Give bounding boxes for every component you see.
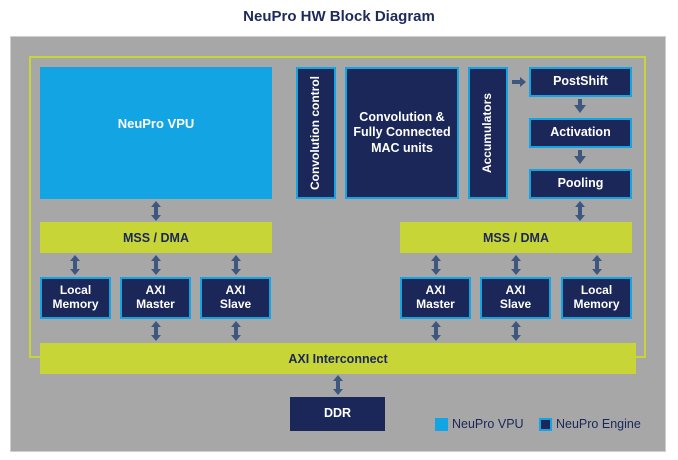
left-axi-slave-block: AXI Slave <box>200 277 271 319</box>
ddr-block: DDR <box>290 397 385 431</box>
accumulators-block: Accumulators <box>468 67 508 199</box>
diagram-title: NeuPro HW Block Diagram <box>243 8 435 25</box>
right-local-memory-block: Local Memory <box>561 277 632 319</box>
neupro-vpu-block: NeuPro VPU <box>40 67 272 199</box>
mac-units-block: Convolution & Fully Connected MAC units <box>345 67 459 199</box>
pooling-block: Pooling <box>529 169 632 199</box>
legend-vpu-label: NeuPro VPU <box>452 417 524 431</box>
convolution-control-block: Convolution control <box>296 67 336 199</box>
axi-interconnect-bar: AXI Interconnect <box>40 343 636 374</box>
legend-vpu-swatch <box>435 418 448 431</box>
postshift-block: PostShift <box>529 67 632 97</box>
legend-engine-label: NeuPro Engine <box>556 417 641 431</box>
left-axi-master-block: AXI Master <box>120 277 191 319</box>
right-axi-master-block: AXI Master <box>400 277 471 319</box>
activation-block: Activation <box>529 118 632 148</box>
right-axi-slave-block: AXI Slave <box>480 277 551 319</box>
left-local-memory-block: Local Memory <box>40 277 111 319</box>
convolution-control-label: Convolution control <box>308 76 323 190</box>
mss-dma-left: MSS / DMA <box>40 222 272 253</box>
accumulators-label: Accumulators <box>480 92 495 174</box>
mss-dma-right: MSS / DMA <box>400 222 632 253</box>
legend-engine-swatch <box>539 418 552 431</box>
